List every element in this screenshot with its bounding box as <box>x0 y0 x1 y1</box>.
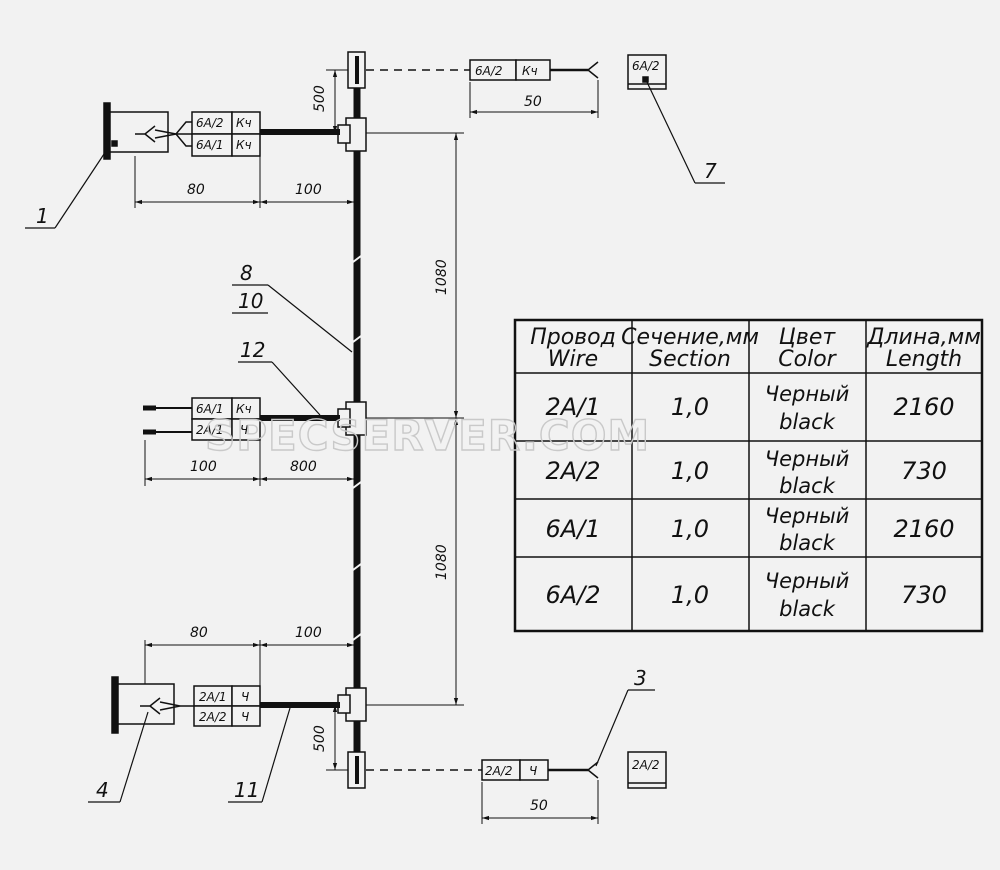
th-color-ru: Цвет <box>779 325 837 350</box>
dim-bottom-horizontal: 50 <box>530 798 548 814</box>
c1-a-wire: 6A/2 <box>196 116 224 130</box>
c7-top-wire: 6A/2 <box>475 64 503 78</box>
callout-8: 8 <box>240 261 253 285</box>
dim-left4-a: 80 <box>190 625 208 641</box>
table-row-3-wire: 6A/1 <box>545 515 600 543</box>
callout-12: 12 <box>240 338 265 362</box>
callout-4: 4 <box>96 778 109 802</box>
table-row-3-color-en: black <box>779 531 836 555</box>
th-color-en: Color <box>778 347 837 372</box>
item4-branch <box>88 640 354 803</box>
table-row-2-color-en: black <box>779 474 836 498</box>
dim-mid-b: 800 <box>290 459 317 475</box>
dim-left4-b: 100 <box>295 625 322 641</box>
callout-10: 10 <box>238 289 263 313</box>
th-section-ru: Сечение,мм <box>621 325 759 350</box>
dim-left1-a: 80 <box>187 182 205 198</box>
c1-b-wire: 6A/1 <box>196 138 224 152</box>
table-row-4-section: 1,0 <box>671 581 709 609</box>
table-row-4-color-en: black <box>779 597 836 621</box>
mid-b-color: Ч <box>240 423 248 437</box>
dim-top-vertical: 500 <box>312 85 328 112</box>
table-row-2-section: 1,0 <box>671 457 709 485</box>
top-branch <box>326 54 725 184</box>
dim-trunk-upper: 1080 <box>434 259 450 295</box>
callout-leaders-8-10-12 <box>232 284 353 416</box>
table-row-1-color-en: black <box>779 410 836 434</box>
table-row-4-length: 730 <box>901 581 947 609</box>
watermark: SPECSERVER.COM <box>205 411 650 460</box>
bottom-branch <box>326 689 667 824</box>
mid-b-wire: 2A/1 <box>196 423 224 437</box>
c3-bottom-wire: 2A/2 <box>485 764 513 778</box>
c7-top-color: Кч <box>522 64 538 78</box>
table-row-1-color-ru: Черный <box>765 382 850 406</box>
table-row-3-length: 2160 <box>893 515 954 543</box>
callout-7: 7 <box>704 159 717 183</box>
dim-trunk-lower: 1080 <box>434 544 450 580</box>
c3-bottom-color: Ч <box>529 764 537 778</box>
th-length-ru: Длина,мм <box>866 325 981 350</box>
table-row-4-wire: 6A/2 <box>545 581 600 609</box>
middle-branch <box>143 397 354 486</box>
th-wire-ru: Провод <box>530 325 616 350</box>
callout-3: 3 <box>634 666 647 690</box>
dim-bottom-vertical: 500 <box>312 725 328 752</box>
table-row-2-length: 730 <box>901 457 947 485</box>
mid-a-color: Кч <box>236 402 252 416</box>
table-row-2-wire: 2A/2 <box>545 457 600 485</box>
item1-branch <box>25 102 354 229</box>
th-wire-en: Wire <box>548 347 598 372</box>
tag-bottom: 2A/2 <box>632 758 660 772</box>
dim-mid-a: 100 <box>190 459 217 475</box>
trunk-dimensions <box>366 132 464 706</box>
table-row-1-section: 1,0 <box>671 393 709 421</box>
table-row-3-section: 1,0 <box>671 515 709 543</box>
callout-11: 11 <box>234 778 259 802</box>
c4-a-wire: 2A/1 <box>199 690 227 704</box>
th-section-en: Section <box>649 347 731 372</box>
wire-table: Провод Wire Сечение,мм Section Цвет Colo… <box>513 318 984 633</box>
th-length-en: Length <box>886 347 962 372</box>
callout-1: 1 <box>36 204 49 228</box>
table-row-4-color-ru: Черный <box>765 569 850 593</box>
table-row-1-wire: 2A/1 <box>545 393 600 421</box>
dim-top-horizontal: 50 <box>524 94 542 110</box>
table-row-3-color-ru: Черный <box>765 504 850 528</box>
table-row-2-color-ru: Черный <box>765 447 850 471</box>
c4-b-wire: 2A/2 <box>199 710 227 724</box>
c1-b-color: Кч <box>236 138 252 152</box>
tag-top: 6A/2 <box>632 59 660 73</box>
harness-trunk <box>337 51 367 789</box>
c4-b-color: Ч <box>241 710 249 724</box>
c4-a-color: Ч <box>241 690 249 704</box>
dim-left1-b: 100 <box>295 182 322 198</box>
mid-a-wire: 6A/1 <box>196 402 224 416</box>
table-row-1-length: 2160 <box>893 393 954 421</box>
c1-a-color: Кч <box>236 116 252 130</box>
